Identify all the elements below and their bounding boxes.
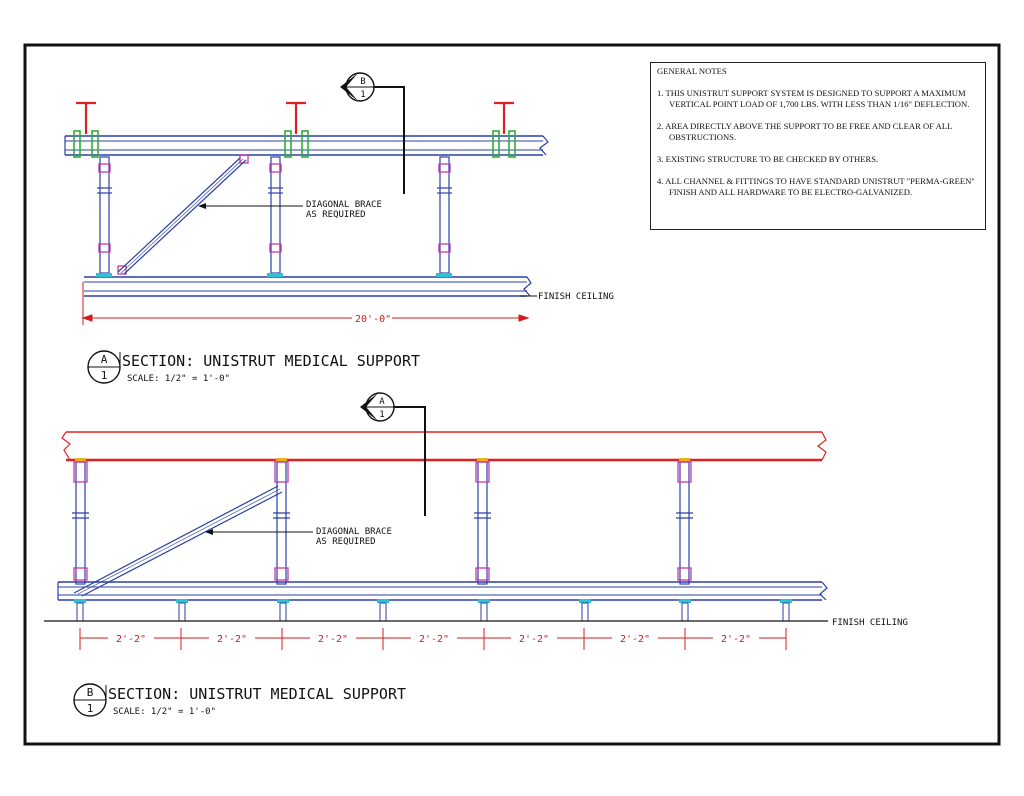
brace-label-b-2: AS REQUIRED (316, 537, 376, 547)
spacing-dim-2: 2'-2" (217, 634, 247, 645)
general-note-3: 3. EXISTING STRUCTURE TO BE CHECKED BY O… (657, 153, 879, 164)
posts-a (97, 156, 452, 274)
title-marker-b (73, 683, 107, 717)
top-channel-a (64, 135, 549, 156)
spacing-dimension-labels-b: 2'-2" 2'-2" 2'-2" 2'-2" 2'-2" 2'-2" 2'-2… (108, 631, 759, 645)
hangers-b (72, 458, 693, 585)
brace-label-a-1: DIAGONAL BRACE (306, 200, 382, 210)
beam-clamps-a (73, 130, 516, 158)
section-a-elevation: FINISH CEILING DIAGONAL BRACE AS REQUIRE… (64, 72, 614, 384)
overall-dimension-a (81, 282, 530, 325)
section-a-scale: SCALE: 1/2" = 1'-0" (127, 374, 230, 384)
title-marker-a (87, 350, 121, 384)
title-marker-a-number: 1 (101, 369, 108, 382)
cut-marker-b-number: 1 (360, 90, 365, 100)
spacing-dim-6: 2'-2" (620, 634, 650, 645)
general-note-1: 1. THIS UNISTRUT SUPPORT SYSTEM IS DESIG… (657, 87, 970, 110)
ceiling-fittings-b (74, 599, 792, 622)
section-cut-marker-b (340, 72, 405, 194)
steel-beam-a2 (286, 101, 306, 134)
post-fittings-a (98, 154, 451, 275)
spacing-dim-3: 2'-2" (318, 634, 348, 645)
diagonal-brace-b (73, 485, 283, 597)
brace-label-a-2: AS REQUIRED (306, 210, 366, 220)
brace-arrow-b (205, 529, 213, 535)
general-notes-title: GENERAL NOTES (657, 66, 727, 76)
finish-ceiling-label-b: FINISH CEILING (832, 618, 908, 628)
section-b-elevation: FINISH CEILING DIAGONAL BRACE AS REQUIRE… (44, 392, 908, 717)
title-marker-b-number: 1 (87, 702, 94, 715)
section-cut-marker-a (360, 392, 426, 516)
general-note-2: 2. AREA DIRECTLY ABOVE THE SUPPORT TO BE… (657, 120, 953, 143)
general-note-4: 4. ALL CHANNEL & FITTINGS TO HAVE STANDA… (657, 175, 975, 198)
spacing-dim-5: 2'-2" (519, 634, 549, 645)
cut-marker-a-letter: A (379, 397, 385, 407)
steel-beam-a3 (494, 101, 514, 134)
bottom-channel-b (57, 581, 828, 601)
spacing-dim-7: 2'-2" (721, 634, 751, 645)
brace-label-b-1: DIAGONAL BRACE (316, 527, 392, 537)
diagonal-brace-a (117, 157, 247, 275)
brace-arrow-a (198, 203, 206, 209)
finish-ceiling-label-a: FINISH CEILING (538, 292, 614, 302)
title-marker-a-letter: A (101, 353, 108, 366)
section-b-scale: SCALE: 1/2" = 1'-0" (113, 707, 216, 717)
steel-beam-a1 (76, 101, 96, 134)
section-b-title: SECTION: UNISTRUT MEDICAL SUPPORT (108, 685, 406, 703)
title-marker-b-letter: B (87, 686, 94, 699)
cut-marker-a-number: 1 (379, 410, 384, 420)
spacing-dim-1: 2'-2" (116, 634, 146, 645)
overall-dimension-label-a: 20'-0" (355, 314, 391, 325)
top-beam-b (61, 431, 827, 462)
general-notes-box: GENERAL NOTES 1. THIS UNISTRUT SUPPORT S… (650, 62, 986, 230)
spacing-dim-4: 2'-2" (419, 634, 449, 645)
bottom-channel-a (84, 273, 532, 297)
sheet-border (23, 43, 1001, 746)
section-a-title: SECTION: UNISTRUT MEDICAL SUPPORT (122, 352, 420, 370)
cut-marker-b-letter: B (360, 77, 365, 87)
